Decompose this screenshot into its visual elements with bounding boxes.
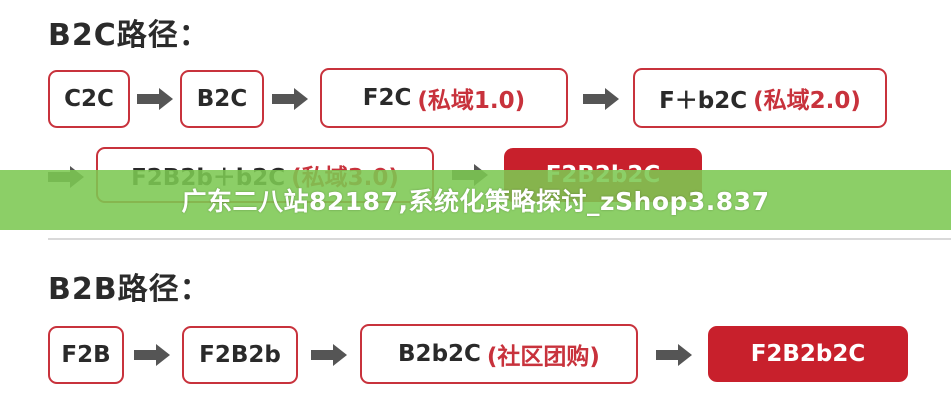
node-label: F2C	[362, 85, 412, 111]
watermark-banner: 广东二八站82187,系统化策略探讨_zShop3.837	[0, 170, 951, 230]
node-label: C2C	[64, 86, 114, 112]
arrow-right-icon	[583, 88, 619, 110]
node-label: F2B2b	[199, 342, 281, 368]
b2c-node-b2c: B2C	[180, 70, 264, 128]
b2b-path-title: B2B路径：	[48, 272, 211, 307]
b2b-node-f2b: F2B	[48, 326, 124, 384]
arrow-right-icon	[137, 88, 173, 110]
b2b-node-f2b2b2c: F2B2b2C	[708, 326, 908, 382]
node-note: (社区团购)	[486, 344, 600, 370]
b2c-node-c2c: C2C	[48, 70, 130, 128]
b2c-node-f-b2c: F＋b2C (私域2.0)	[633, 68, 887, 128]
arrow-right-icon	[311, 344, 347, 366]
arrow-right-icon	[656, 344, 692, 366]
b2c-node-f2c: F2C (私域1.0)	[320, 68, 568, 128]
node-label: B2b2C	[398, 341, 481, 367]
b2b-node-f2b2b: F2B2b	[182, 326, 298, 384]
arrow-right-icon	[134, 344, 170, 366]
node-label: F＋b2C	[659, 88, 748, 114]
arrow-right-icon	[272, 88, 308, 110]
section-divider	[48, 238, 951, 240]
node-label: B2C	[196, 86, 248, 112]
node-label: F2B2b2C	[750, 341, 866, 367]
banner-text: 广东二八站82187,系统化策略探讨_zShop3.837	[181, 187, 770, 216]
node-note: (私域1.0)	[417, 88, 526, 114]
node-note: (私域2.0)	[753, 88, 861, 114]
node-label: F2B	[61, 342, 111, 368]
b2c-path-title: B2C路径：	[48, 18, 210, 53]
b2b-node-b2b2c: B2b2C (社区团购)	[360, 324, 638, 384]
